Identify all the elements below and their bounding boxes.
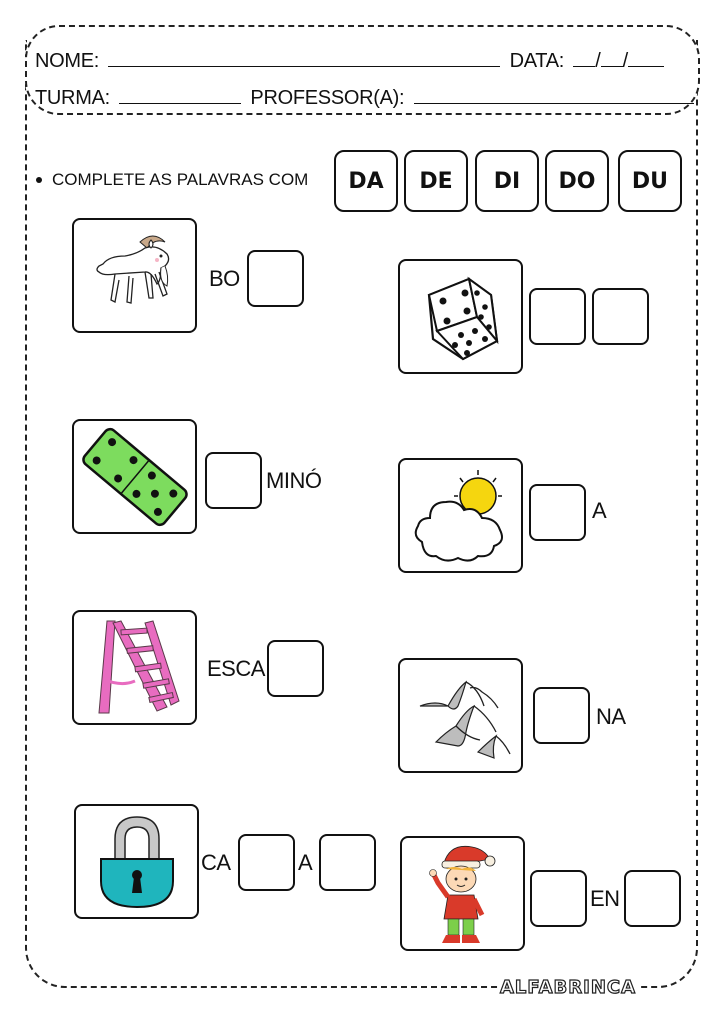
date-year-field[interactable]: [627, 49, 664, 67]
domino-word-suffix: MINÓ: [266, 468, 322, 493]
name-field[interactable]: [108, 49, 501, 67]
domino-answer-box[interactable]: [205, 452, 262, 509]
class-field[interactable]: [119, 86, 242, 104]
class-label: TURMA:: [35, 87, 110, 109]
cloud-sun-icon: [414, 469, 503, 562]
goat-answer-box[interactable]: [247, 250, 304, 307]
date-month-field[interactable]: [600, 49, 623, 67]
padlock-word-middle: A: [298, 850, 313, 875]
padlock-answer-box-2[interactable]: [319, 834, 376, 891]
elf-picture: [400, 836, 525, 951]
date-separator: /: [622, 50, 629, 72]
elf-word-middle: EN: [590, 886, 620, 911]
domino-picture: [72, 419, 197, 534]
ladder-picture: [72, 610, 197, 725]
instruction: COMPLETE AS PALAVRAS COM: [36, 170, 308, 190]
syllable-card-de: DE: [404, 150, 468, 212]
padlock-picture: [74, 804, 199, 919]
date-separator: /: [595, 50, 601, 72]
dunes-picture: [398, 658, 523, 773]
domino-icon: [81, 427, 188, 526]
teacher-field[interactable]: [413, 86, 694, 104]
padlock-icon: [99, 816, 174, 909]
cloud-answer-box[interactable]: [529, 484, 586, 541]
date-day-field[interactable]: [573, 49, 596, 67]
date-label: DATA:: [509, 50, 565, 72]
dice-answer-box-1[interactable]: [529, 288, 586, 345]
dunes-icon: [419, 679, 511, 759]
bullet-icon: [36, 177, 42, 183]
elf-answer-box-1[interactable]: [530, 870, 587, 927]
cloud-word-suffix: A: [592, 498, 607, 523]
brand-logo: ALFABRINCA: [498, 976, 639, 999]
name-label: NOME:: [35, 50, 100, 72]
dice-picture: [398, 259, 523, 374]
page-frame: [25, 40, 698, 988]
goat-picture: [72, 218, 197, 333]
dice-icon: [427, 276, 499, 360]
ladder-answer-box[interactable]: [267, 640, 324, 697]
ladder-icon: [97, 620, 180, 714]
goat-icon: [95, 235, 169, 304]
goat-word-prefix: BO: [209, 266, 240, 291]
syllable-card-di: DI: [475, 150, 539, 212]
teacher-label: PROFESSOR(A):: [250, 87, 405, 109]
instruction-text: COMPLETE AS PALAVRAS COM: [52, 170, 309, 189]
header-line-1: NOME: DATA: / /: [35, 49, 664, 73]
ladder-word-prefix: ESCA: [207, 656, 265, 681]
padlock-answer-box-1[interactable]: [238, 834, 295, 891]
dunes-answer-box[interactable]: [533, 687, 590, 744]
student-info-header: NOME: DATA: / / TURMA: PROFESSOR(A):: [25, 25, 700, 115]
padlock-word-prefix: CA: [201, 850, 231, 875]
syllable-card-du: DU: [618, 150, 682, 212]
elf-icon: [428, 845, 495, 943]
syllable-card-da: DA: [334, 150, 398, 212]
elf-answer-box-2[interactable]: [624, 870, 681, 927]
dunes-word-suffix: NA: [596, 704, 626, 729]
dice-answer-box-2[interactable]: [592, 288, 649, 345]
cloud-sun-picture: [398, 458, 523, 573]
header-line-2: TURMA: PROFESSOR(A):: [35, 86, 694, 110]
syllable-card-do: DO: [545, 150, 609, 212]
